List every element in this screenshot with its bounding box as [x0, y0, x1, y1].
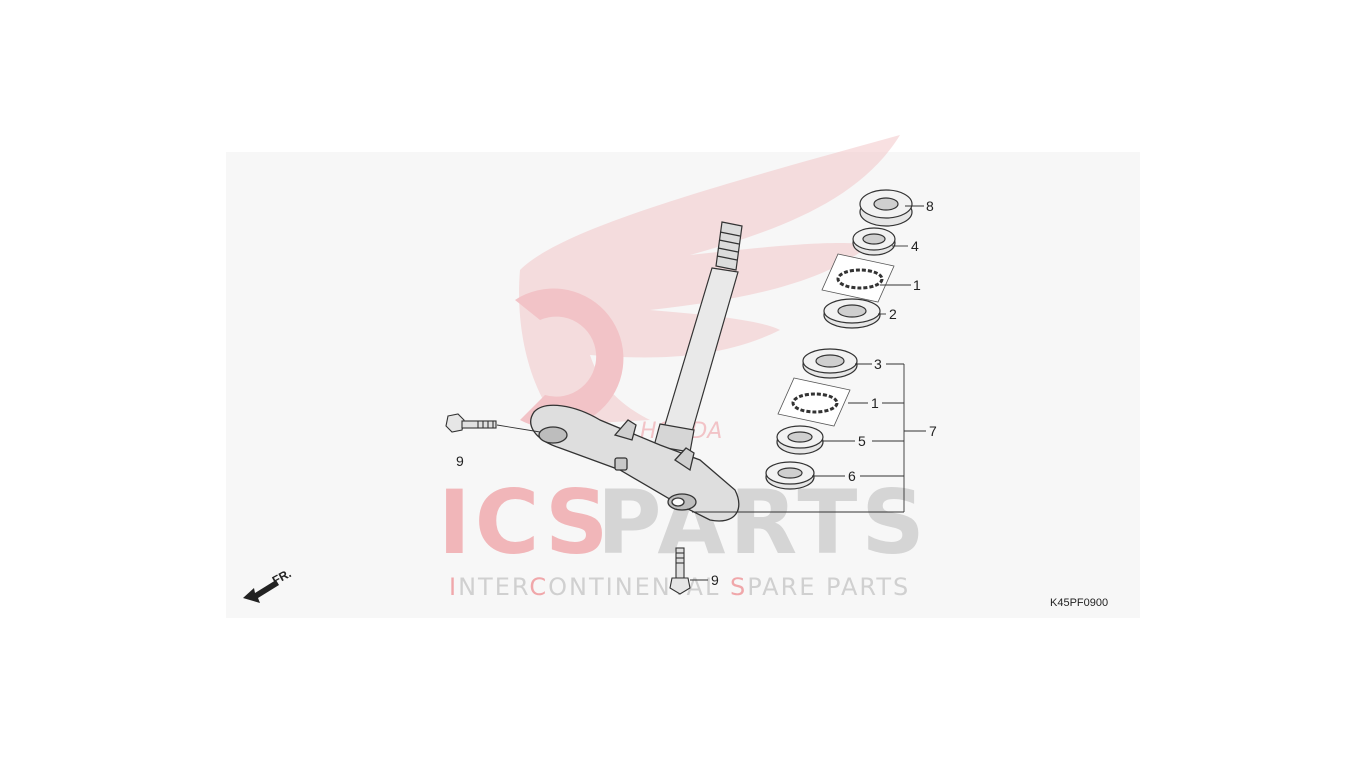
upper-outer-race: [802, 348, 858, 379]
bolt-left: [445, 413, 497, 433]
lower-inner-race: [765, 461, 815, 490]
bolt-bottom: [669, 547, 691, 595]
brand-watermark: ICS PARTS INTERCONTINENTAL SPARE PARTS: [438, 471, 929, 601]
steel-ball-lower: [777, 377, 851, 427]
callout-adjusting-nut: 8: [926, 198, 934, 214]
callout-lower-inner-race: 6: [848, 468, 856, 484]
arrow-icon: [243, 580, 279, 603]
callout-bolt-bottom: 9: [711, 572, 719, 588]
callout-steel-ball-upper: 1: [913, 277, 921, 293]
tagline-part: C: [529, 573, 548, 601]
tagline-part: PARE PARTS: [747, 573, 910, 601]
callout-upper-outer-race: 3: [874, 356, 882, 372]
callout-upper-inner-race: 2: [889, 306, 897, 322]
upper-inner-race: [823, 298, 881, 329]
diagram-code: K45PF0900: [1050, 597, 1108, 609]
bottom-bridge: [530, 404, 740, 522]
callout-bearing-set: 7: [929, 423, 937, 439]
brand-tagline: INTERCONTINENTAL SPARE PARTS: [449, 573, 910, 601]
steel-ball-upper: [821, 253, 895, 303]
tagline-part: S: [730, 573, 747, 601]
callouts: 8 4 1 2 3 1 5 6 7 9 9: [456, 198, 937, 588]
callout-lower-outer-race: 5: [858, 433, 866, 449]
callout-bolt-left: 9: [456, 453, 464, 469]
tagline-part: NTER: [458, 573, 529, 601]
dust-seal: [852, 227, 896, 256]
tagline-part: ONTINENTAL: [548, 573, 730, 601]
callout-steel-ball-lower: 1: [871, 395, 879, 411]
front-direction-indicator: FR.: [243, 566, 293, 603]
tagline-part: I: [449, 573, 458, 601]
adjusting-nut: [859, 189, 913, 227]
steering-stem-shaft: [653, 221, 743, 453]
brand-right-text: PARTS: [597, 471, 929, 574]
brand-left-text: ICS: [438, 471, 612, 574]
lower-outer-race: [776, 425, 824, 455]
leader-lines: [496, 205, 926, 581]
callout-dust-seal: 4: [911, 238, 919, 254]
